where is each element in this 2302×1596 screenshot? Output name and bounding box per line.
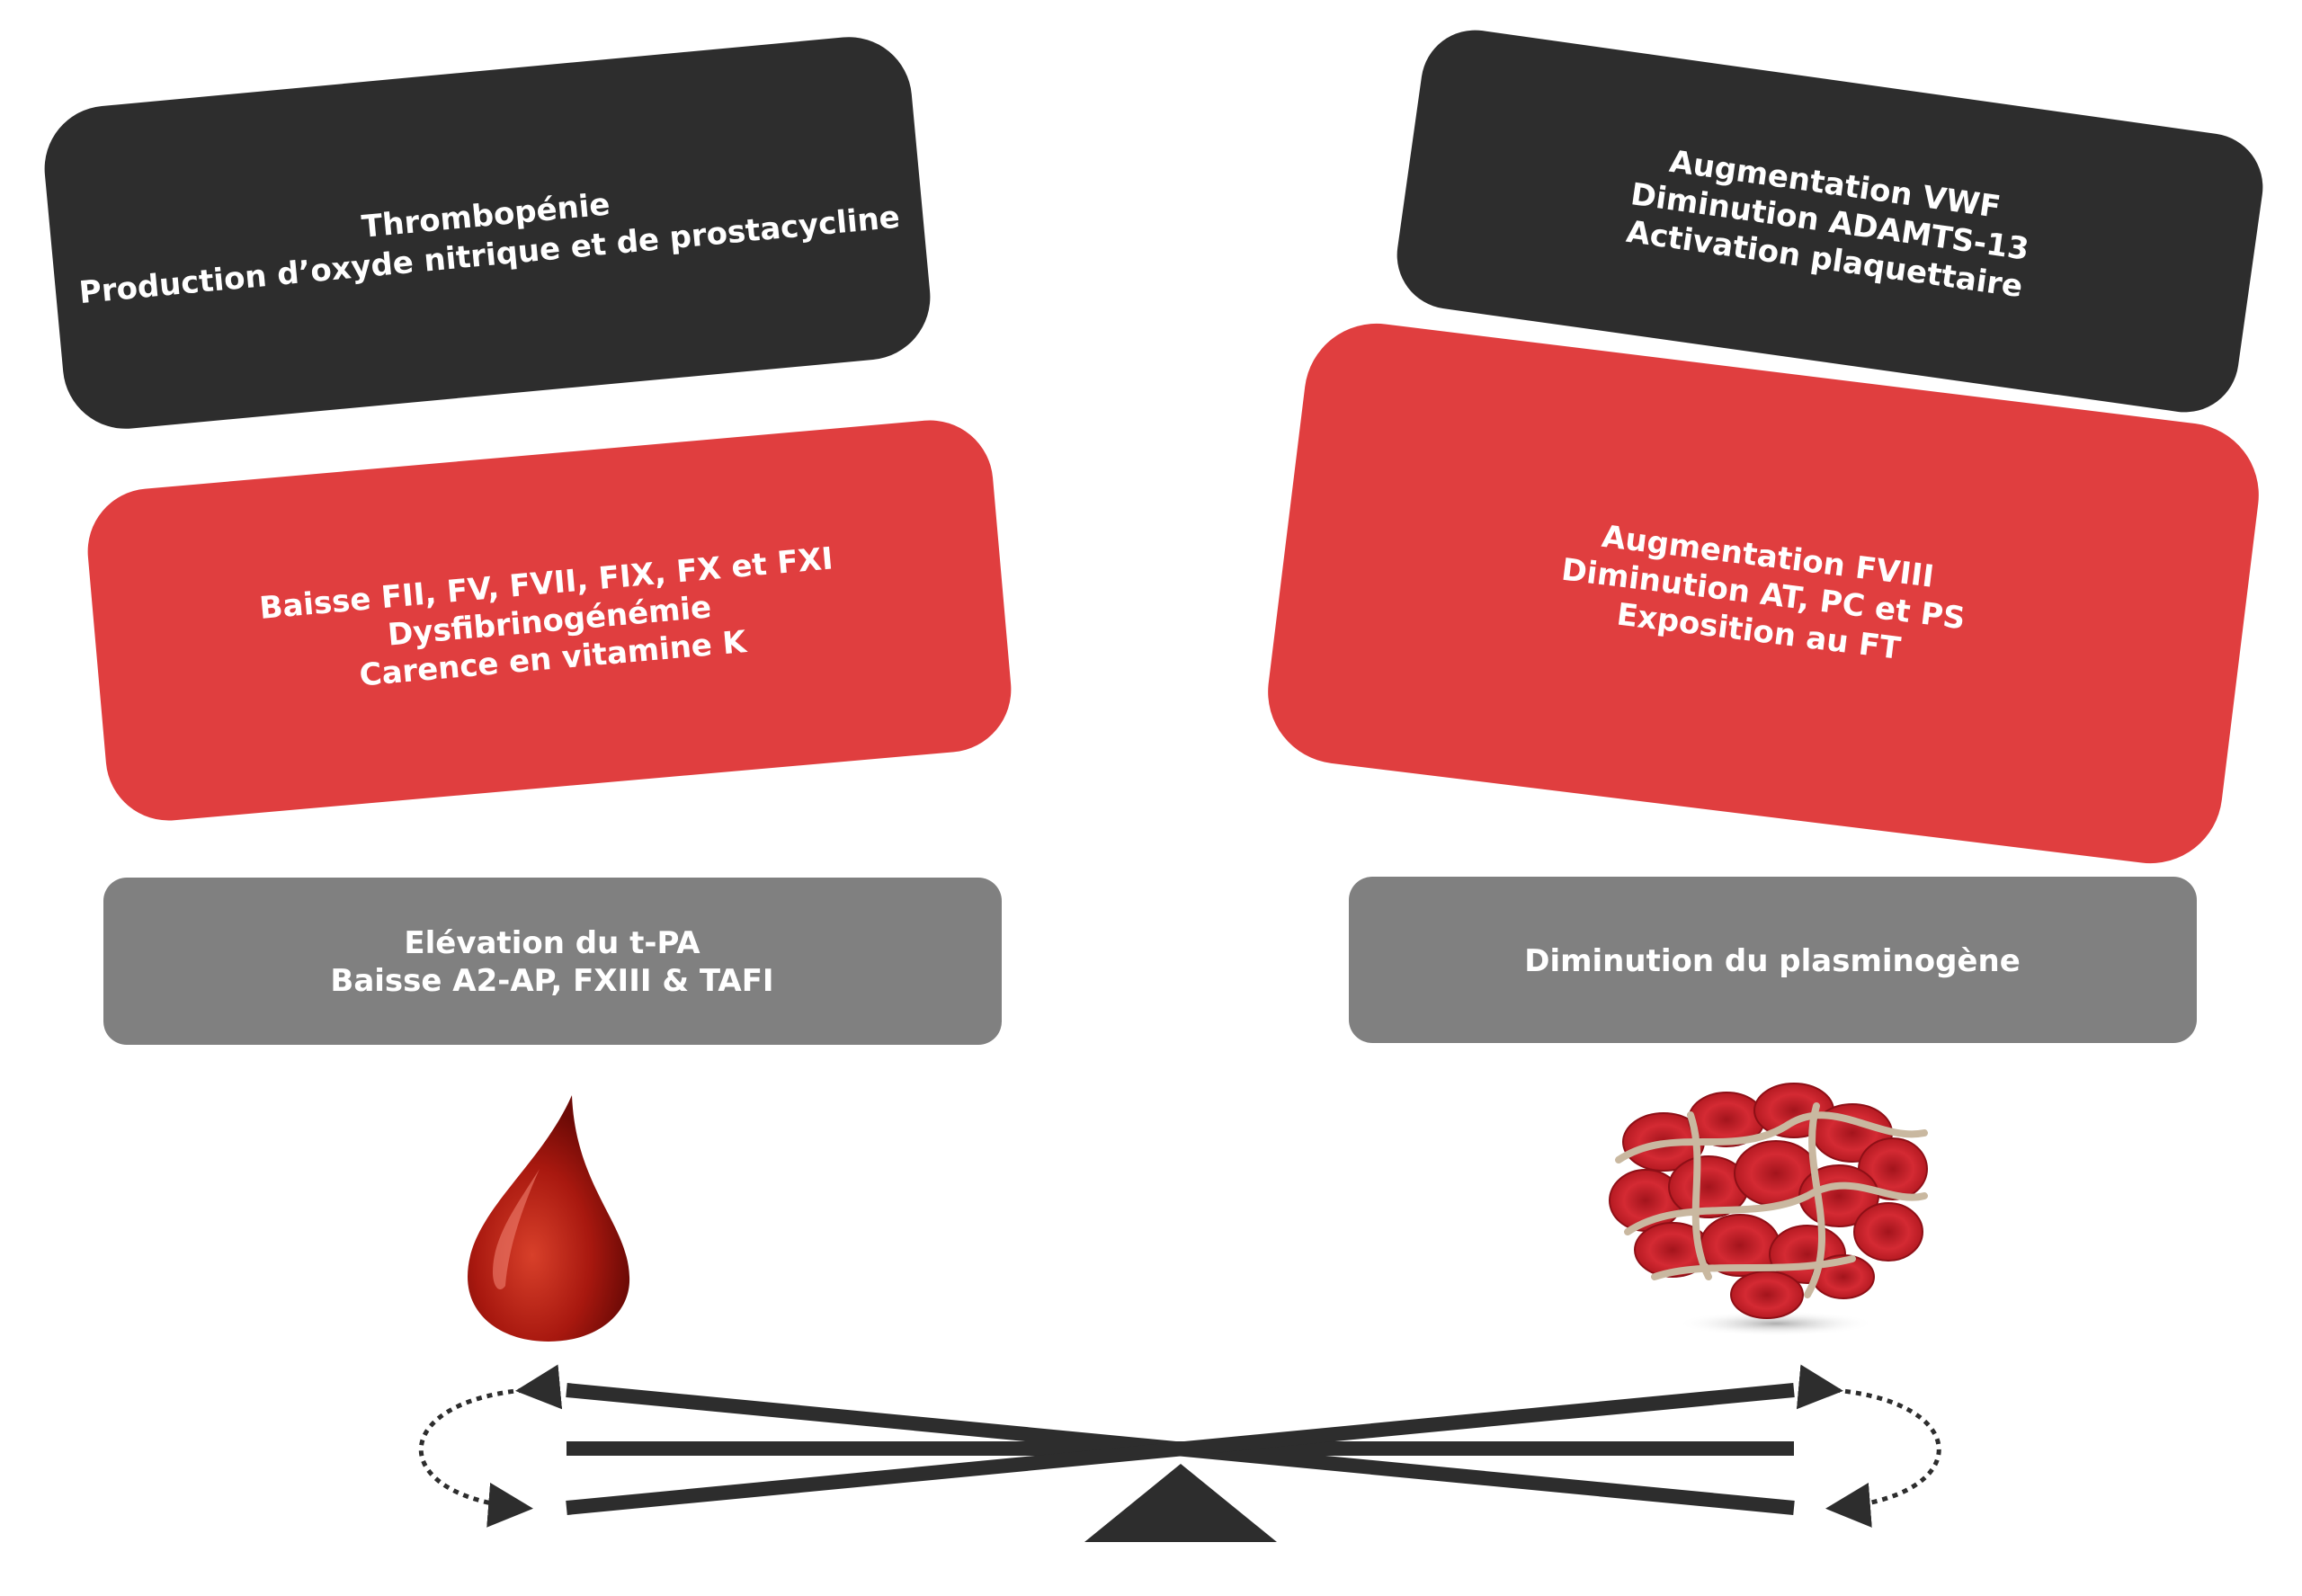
balance-beam-tilted-right bbox=[566, 1383, 1795, 1515]
left-gray-line-2: Baisse A2-AP, FXIII & TAFI bbox=[330, 963, 773, 999]
blood-drop-icon bbox=[468, 1095, 630, 1342]
right-red-box: Augmentation FVIII Diminution AT, PC et … bbox=[1268, 323, 2259, 864]
right-rocking-arrow-icon bbox=[1796, 1364, 1941, 1528]
balance-fulcrum bbox=[1084, 1464, 1277, 1542]
right-gray-box: Diminution du plasminogène bbox=[1349, 877, 2197, 1043]
right-gray-line-1: Diminution du plasminogène bbox=[1524, 943, 2021, 979]
left-rocking-arrow-icon bbox=[419, 1364, 563, 1528]
balance-scale-icon bbox=[566, 1383, 1795, 1542]
left-gray-box: Elévation du t-PA Baisse A2-AP, FXIII & … bbox=[103, 878, 1002, 1045]
blood-clot-icon bbox=[1609, 1083, 1928, 1336]
left-dark-box: Thrombopénie Production d’oxyde nitrique… bbox=[44, 37, 931, 429]
left-red-box: Baisse FII, FV, FVII, FIX, FX et FXI Dys… bbox=[87, 420, 1012, 821]
right-dark-box: Augmentation VWF Diminution ADAMTS-13 Ac… bbox=[1396, 30, 2263, 413]
left-gray-line-1: Elévation du t-PA bbox=[404, 925, 700, 961]
